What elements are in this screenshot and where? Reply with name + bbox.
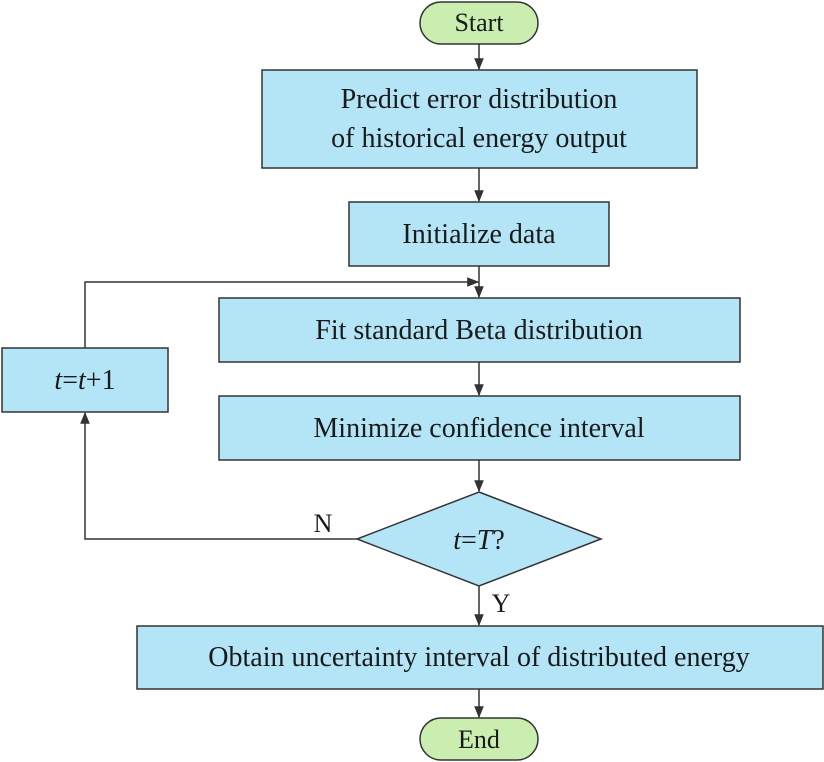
predict-error-line2: of historical energy output — [331, 123, 627, 154]
arrow-increment-to-fit — [84, 277, 480, 348]
increment-label: t=t+1 — [54, 365, 115, 396]
increment-var2: t — [78, 365, 87, 396]
predict-error-line1: Predict error distribution — [341, 84, 618, 115]
fit-beta-box — [218, 297, 741, 363]
obtain-interval-label: Obtain uncertainty interval of distribut… — [208, 642, 749, 673]
branch-yes-label: Y — [492, 589, 511, 618]
end-label: End — [458, 725, 500, 754]
start-label: Start — [454, 8, 504, 37]
decision-label: t=T? — [453, 525, 505, 556]
minimize-interval-label: Minimize confidence interval — [313, 413, 644, 444]
increment-eq: = — [62, 365, 78, 396]
decision-var: t — [453, 525, 462, 556]
predict-error-box — [261, 69, 698, 169]
decision-eq: = — [461, 525, 477, 556]
increment-plus: +1 — [86, 365, 116, 396]
arrow-no-to-increment — [80, 411, 357, 540]
obtain-interval-box — [136, 625, 824, 690]
branch-no-label: N — [314, 509, 333, 538]
increment-var1: t — [54, 365, 63, 396]
decision-q: ? — [492, 525, 504, 556]
fit-beta-label: Fit standard Beta distribution — [315, 315, 642, 346]
decision-bound: T — [477, 525, 495, 556]
initialize-data-label: Initialize data — [402, 219, 556, 250]
